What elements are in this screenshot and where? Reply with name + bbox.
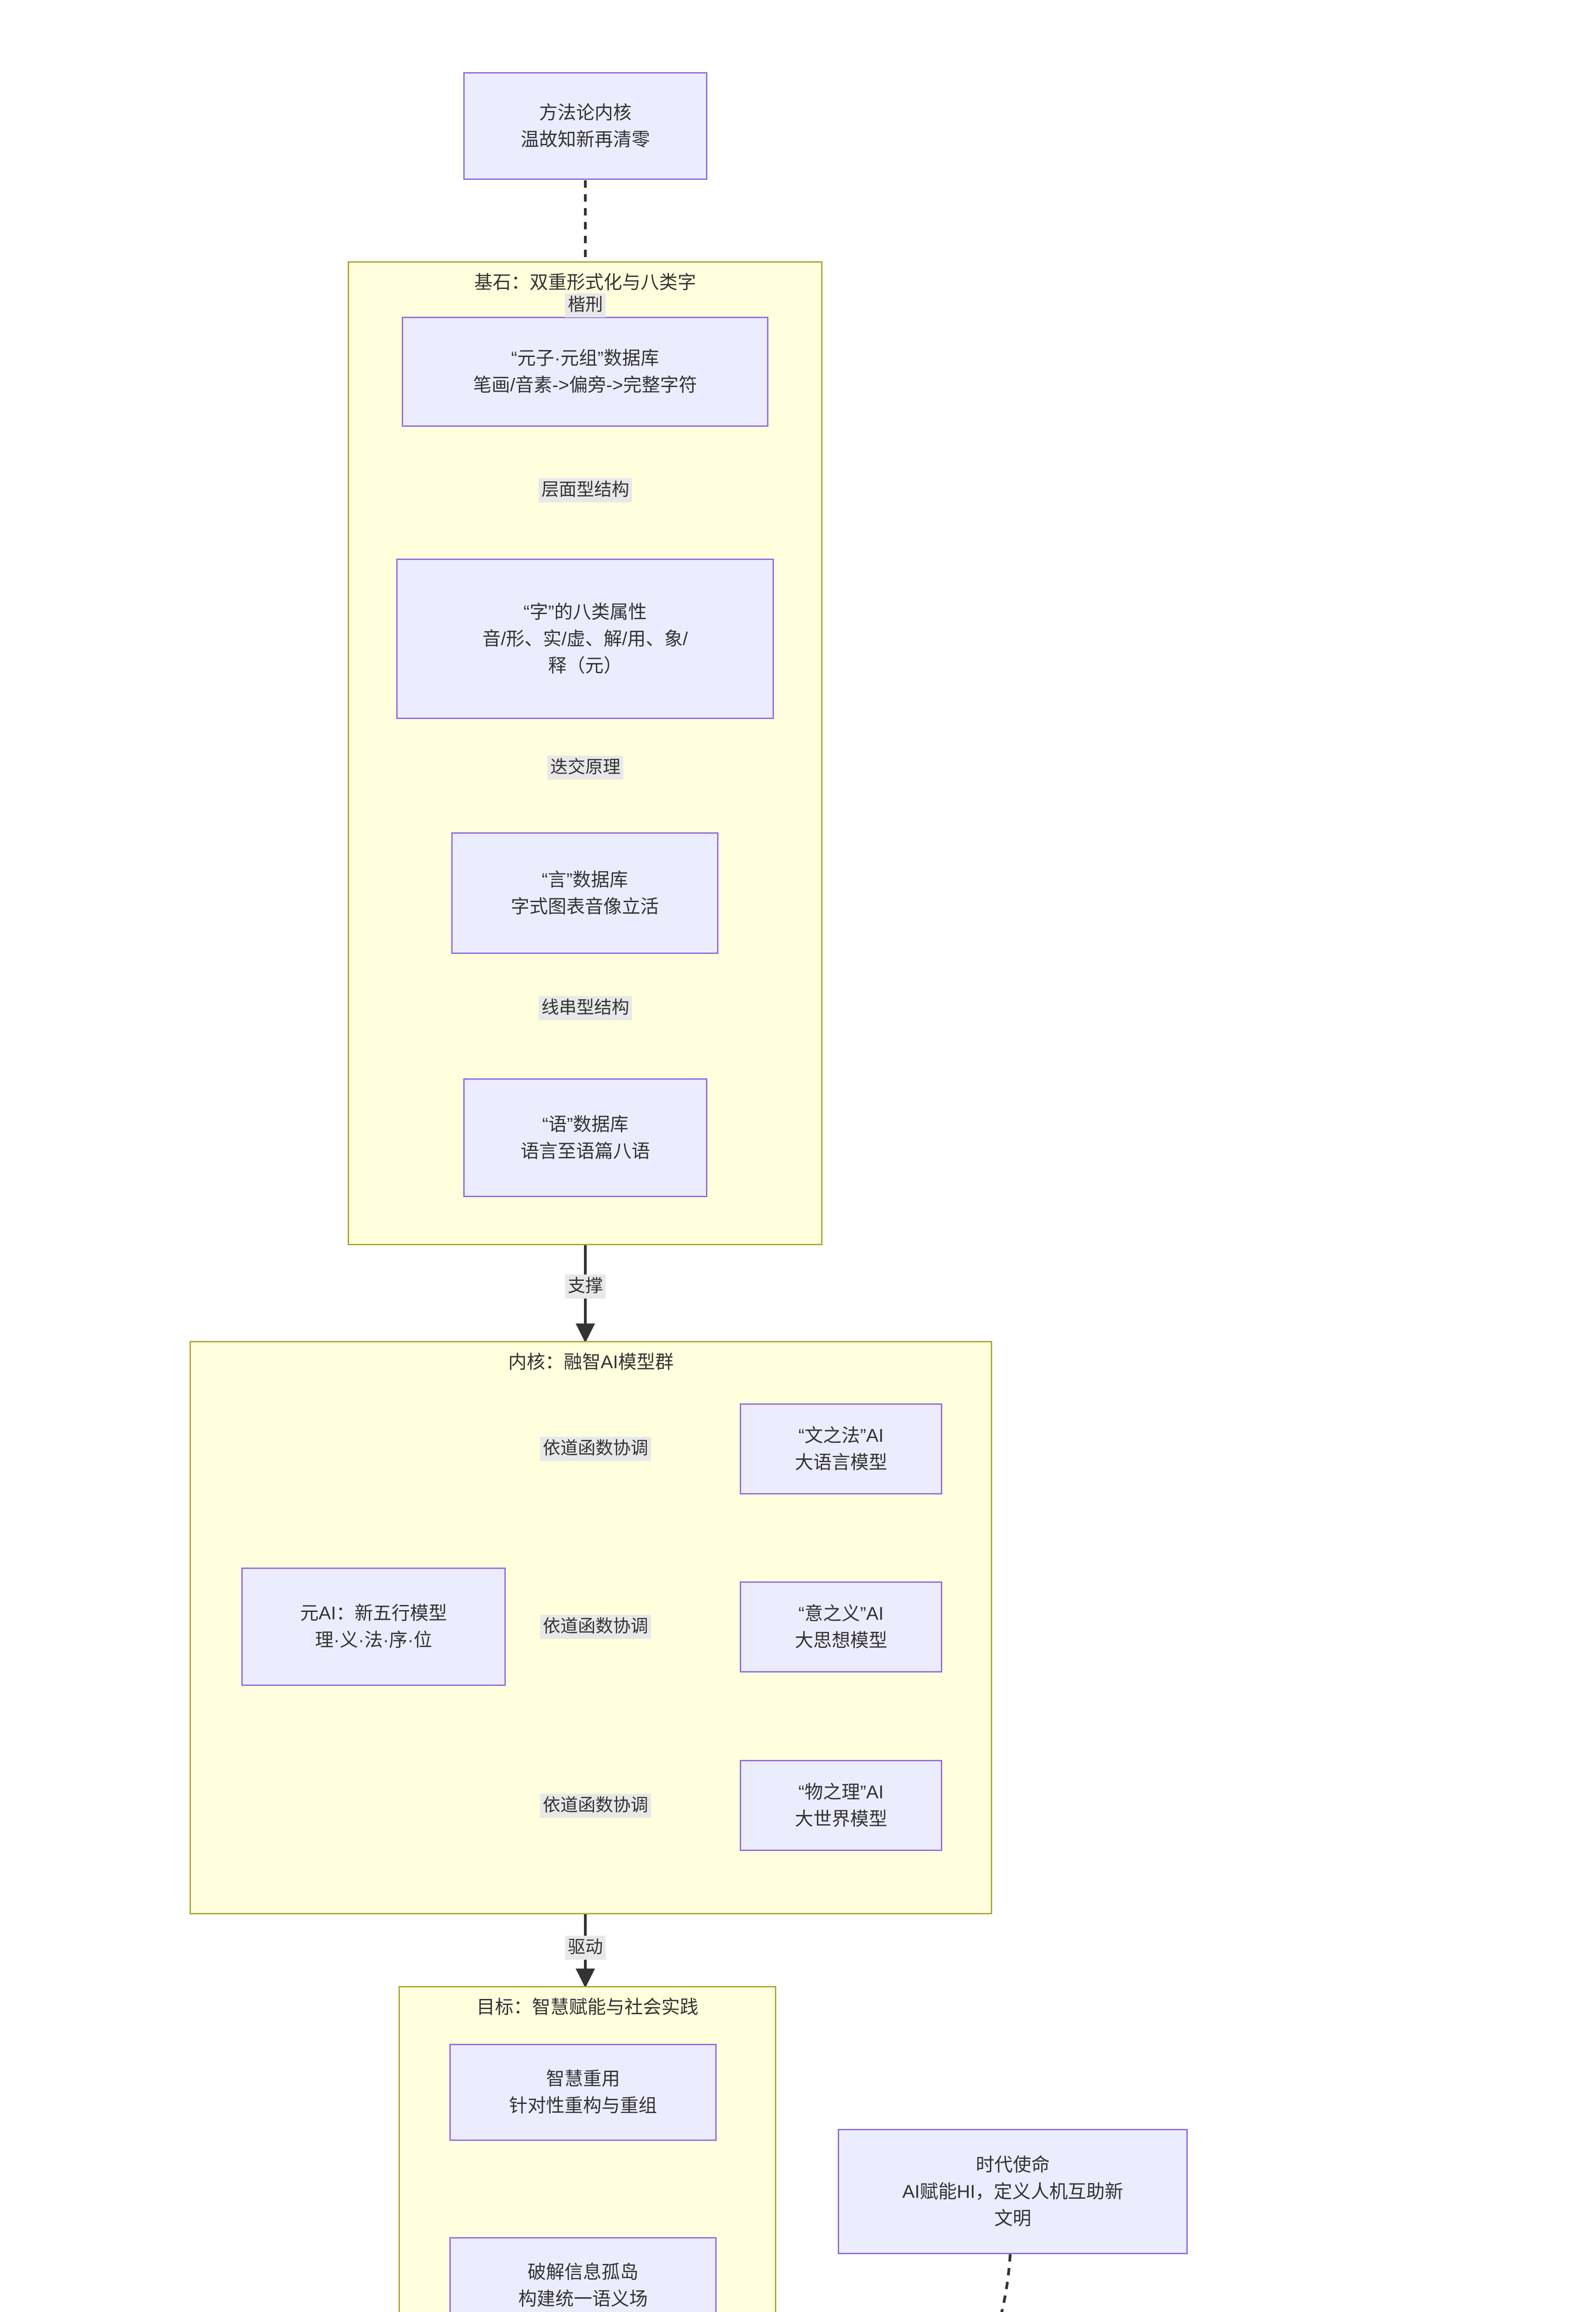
edge-label-xianchuan: 线串型结构 [538, 996, 632, 1020]
cluster-goal-title: 目标：智慧赋能与社会实践 [476, 1997, 699, 2017]
edge-label-qudong: 驱动 [565, 1936, 606, 1960]
node-yu-db[interactable]: “语”数据库 语言至语篇八语 [463, 1078, 707, 1197]
node-methodology-core[interactable]: 方法论内核 温故知新再清零 [463, 72, 707, 180]
node-meta-ai[interactable]: 元AI：新五行模型 理·义·法·序·位 [241, 1568, 506, 1686]
edge-mission-to-vision [1000, 2254, 1012, 2312]
node-mission[interactable]: 时代使命 AI赋能HI，定义人机互助新 文明 [838, 2129, 1188, 2254]
edge-label-kaixing: 楷刑 [565, 293, 606, 317]
node-wuzhili[interactable]: “物之理”AI 大世界模型 [740, 1760, 942, 1851]
edge-label-cengmian: 层面型结构 [538, 478, 632, 502]
node-yuanzi-db[interactable]: “元子·元组”数据库 笔画/音素->偏旁->完整字符 [402, 317, 768, 427]
node-yan-db[interactable]: “言”数据库 字式图表音像立活 [451, 832, 718, 954]
node-wisdom-reuse[interactable]: 智慧重用 针对性重构与重组 [449, 2044, 717, 2141]
edge-label-yidao-3: 依道函数协调 [540, 1794, 651, 1818]
edge-label-yidao-1: 依道函数协调 [540, 1437, 651, 1461]
cluster-foundation-title: 基石：双重形式化与八类字 [474, 272, 696, 293]
edge-label-yidao-2: 依道函数协调 [540, 1615, 651, 1639]
edge-label-zhicheng: 支撑 [565, 1274, 606, 1298]
node-wenzhifa[interactable]: “文之法”AI 大语言模型 [740, 1403, 942, 1494]
cluster-core-title: 内核：融智AI模型群 [508, 1352, 674, 1372]
node-break-silo[interactable]: 破解信息孤岛 构建统一语义场 [449, 2237, 717, 2312]
edge-label-diejiao: 迭交原理 [547, 756, 624, 780]
node-zi-attrs[interactable]: “字”的八类属性 音/形、实/虚、解/用、象/ 释（元） [396, 559, 774, 719]
node-yizhiyi[interactable]: “意之义”AI 大思想模型 [740, 1581, 942, 1673]
